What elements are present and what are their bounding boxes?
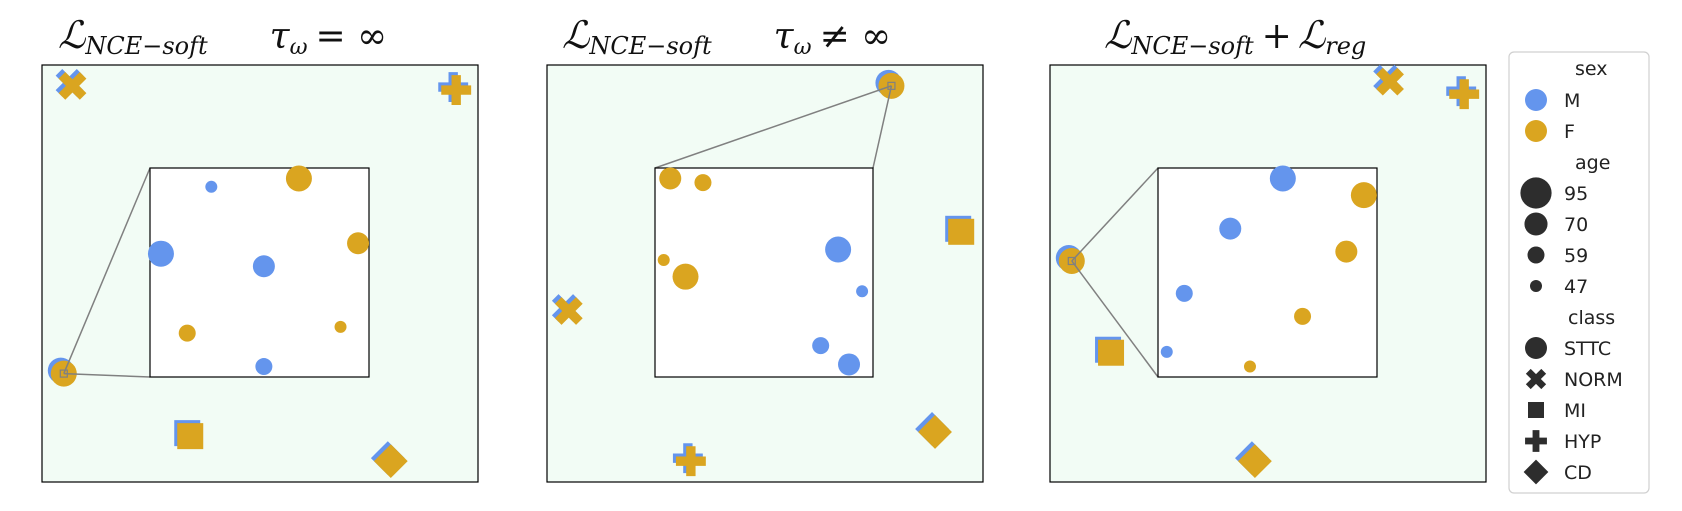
legend-label-f: F [1564, 121, 1575, 143]
inset-point [178, 324, 196, 342]
marker-norm [1376, 67, 1404, 96]
title-tau-relation: ≠ ∞ [820, 16, 892, 57]
title-tau-sub: ω [794, 35, 812, 60]
marker-hyp [1449, 79, 1480, 110]
title-tau-relation: = ∞ [316, 16, 388, 57]
title-loss-sub: NCE−soft [84, 32, 208, 60]
panel-title: ℒNCE−soft+ℒreg [1104, 13, 1366, 60]
inset-point [1269, 165, 1296, 192]
panel-title: ℒNCE−soft τω = ∞ [58, 13, 387, 60]
inset-point [147, 240, 174, 267]
legend-swatch-f [1525, 120, 1547, 142]
inset-point [856, 285, 869, 298]
title-reg-sub: reg [1325, 32, 1366, 60]
legend-size-95 [1520, 177, 1552, 209]
marker-hyp [441, 75, 472, 105]
zoom-connector [1071, 167, 1159, 262]
marker-norm [554, 297, 583, 325]
marker-norm [58, 71, 87, 100]
inset-point [838, 353, 861, 376]
zoom-connector [63, 372, 151, 378]
inset-point [205, 180, 218, 193]
zoom-connector [1071, 260, 1159, 378]
title-loss: ℒ [58, 13, 87, 57]
inset-point [672, 263, 699, 290]
legend-label-mi: MI [1564, 400, 1586, 422]
zoom-source-box [59, 369, 68, 378]
marker-mi [948, 218, 975, 245]
legend-shape-mi [1528, 402, 1544, 418]
panel-1: ℒNCE−soft τω = ∞ [41, 13, 479, 483]
title-tau: τ [270, 16, 291, 57]
marker-hyp [675, 446, 706, 477]
legend-shape-hyp [1525, 430, 1547, 452]
panel-2: ℒNCE−soft τω ≠ ∞ [546, 13, 984, 483]
inset-point [1160, 345, 1173, 358]
marker-cd [918, 415, 952, 449]
legend-shape-norm [1525, 368, 1547, 390]
legend-label-age-47: 47 [1564, 276, 1588, 298]
legend-label-norm: NORM [1564, 369, 1623, 391]
legend-title-sex: sex [1575, 58, 1608, 80]
title-loss: ℒ [562, 13, 591, 57]
legend-label-m: M [1564, 90, 1580, 112]
inset-point [1335, 240, 1358, 263]
title-tau: τ [774, 16, 795, 57]
inset-point [1175, 284, 1193, 302]
inset-point [1350, 182, 1377, 209]
panel-title: ℒNCE−soft τω ≠ ∞ [562, 13, 891, 60]
inset-point [347, 232, 370, 255]
marker-cd [1238, 444, 1272, 479]
legend-label-age-95: 95 [1564, 183, 1588, 205]
title-loss: ℒ [1104, 13, 1133, 57]
legend-label-sttc: STTC [1564, 338, 1611, 360]
zoom-connector [654, 85, 892, 169]
zoom-source-box [1067, 256, 1076, 266]
marker-cd [373, 444, 408, 479]
zoom-connector [63, 167, 151, 374]
title-reg: ℒ [1298, 13, 1327, 57]
title-loss-sub: NCE−soft [1130, 32, 1254, 60]
inset-point [334, 320, 347, 333]
legend-size-59 [1527, 246, 1545, 264]
inset-point [285, 165, 312, 192]
inset-point [255, 358, 273, 376]
zoom-connector [872, 85, 893, 169]
legend-title-class: class [1568, 307, 1615, 329]
legend-size-70 [1524, 212, 1548, 236]
inset-point [825, 236, 852, 263]
legend-size-47 [1530, 280, 1542, 292]
legend-shape-sttc [1525, 337, 1547, 359]
legend-label-hyp: HYP [1564, 431, 1601, 453]
legend-label-cd: CD [1564, 462, 1592, 484]
marker-mi [1098, 339, 1125, 366]
title-tau-sub: ω [290, 35, 308, 60]
zoom-source-box [887, 81, 896, 90]
inset-point [812, 337, 830, 355]
legend-title-age: age [1575, 152, 1610, 174]
marker-mi [177, 423, 204, 450]
inset-frame [1157, 167, 1378, 378]
legend-swatch-m [1525, 89, 1547, 111]
inset-point [252, 255, 275, 278]
inset-point [1243, 360, 1256, 373]
inset-point [657, 253, 670, 266]
inset-point [659, 167, 682, 190]
title-loss-sub: NCE−soft [588, 32, 712, 60]
inset-point [1294, 307, 1312, 325]
legend-label-age-70: 70 [1564, 214, 1588, 236]
inset-point [1219, 217, 1242, 240]
title-plus: + [1262, 16, 1292, 57]
legend-label-age-59: 59 [1564, 245, 1588, 267]
inset-point [694, 174, 712, 192]
panel-3: ℒNCE−soft+ℒreg [1049, 13, 1487, 483]
legend-box [1508, 51, 1650, 494]
legend-shape-cd [1523, 459, 1549, 485]
